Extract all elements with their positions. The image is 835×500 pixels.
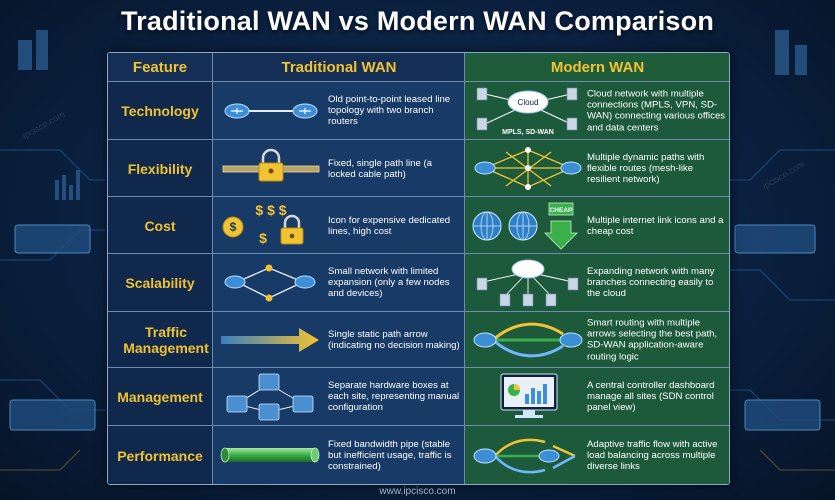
traditional-description: Separate hardware boxes at each site, re… (328, 380, 460, 414)
feature-label: Performance (108, 426, 212, 484)
traditional-cell: Single static path arrow (indicating no … (212, 312, 465, 368)
row-performance: Performance Fixed bandwidth pipe (stable… (108, 425, 729, 484)
header-modern: Modern WAN (464, 53, 729, 81)
links-label: MPLS, SD-WAN (502, 129, 554, 136)
row-technology: Technology Old point-to-point leased lin… (108, 81, 729, 140)
row-management: Management Separate hardware boxes (108, 367, 729, 426)
feature-label: Technology (108, 82, 212, 140)
feature-label: Management (108, 368, 212, 426)
row-scalability: Scalability Small network with limited e… (108, 253, 729, 312)
row-traffic-management: Traffic Management Single static path ar… (108, 311, 729, 368)
traditional-cell: Fixed, single path line (a locked cable … (212, 140, 465, 197)
traditional-description: Single static path arrow (indicating no … (328, 328, 460, 351)
small-network-icon (219, 256, 323, 310)
header-feature: Feature (108, 53, 212, 81)
traditional-cell: Fixed bandwidth pipe (stable but ineffic… (212, 426, 465, 484)
page-title: Traditional WAN vs Modern WAN Comparison (120, 6, 715, 36)
modern-description: Adaptive traffic flow with active load b… (587, 438, 718, 473)
svg-text:$: $ (230, 220, 237, 234)
header-traditional: Traditional WAN (212, 53, 465, 81)
feature-label: Flexibility (108, 140, 212, 197)
feature-label: Cost (108, 197, 212, 254)
feature-label: Traffic Management (108, 312, 224, 368)
watermark-right: ipcisco.com (760, 158, 807, 192)
traditional-cell: Small network with limited expansion (on… (212, 254, 465, 312)
locked-cable-icon (219, 142, 323, 195)
modern-description: A central controller dashboard manage al… (587, 380, 715, 414)
cloud-label: Cloud (518, 98, 539, 107)
traditional-description: Fixed, single path line (a locked cable … (328, 157, 432, 180)
footer-url: www.ipcisco.com (379, 486, 456, 497)
modern-cell: A central controller dashboard manage al… (464, 368, 729, 426)
traditional-description: Fixed bandwidth pipe (stable but ineffic… (328, 438, 452, 473)
hardware-boxes-icon (219, 370, 323, 424)
modern-description: Expanding network with many branches con… (587, 266, 715, 300)
traditional-description: Small network with limited expansion (on… (328, 266, 450, 300)
smart-routing-icon (471, 314, 585, 366)
dollar-lock-icon: $ $ $ $ $ (219, 199, 323, 252)
modern-description: Smart routing with multiple arrows selec… (587, 317, 718, 363)
cloud-branches-icon (471, 256, 585, 310)
watermark-left: ipcisco.com (20, 108, 67, 142)
modern-cell: CHEAP Multiple internet link icons and a… (464, 197, 729, 254)
modern-description: Multiple dynamic paths with flexible rou… (587, 151, 705, 186)
traditional-cell: Old point-to-point leased line topology … (212, 82, 465, 140)
leased-line-routers-icon (219, 84, 323, 138)
traditional-cell: $ $ $ $ $ Icon for expensive dedicated l… (212, 197, 465, 254)
modern-description: Cloud network with multiple connections … (587, 88, 726, 134)
traditional-cell: Separate hardware boxes at each site, re… (212, 368, 465, 426)
row-cost: Cost $ $ $ $ $ Icon for expensive dedica… (108, 196, 729, 254)
traditional-description: Icon for expensive dedicated lines, high… (328, 214, 451, 237)
controller-dashboard-icon (471, 370, 585, 424)
modern-cell: Expanding network with many branches con… (464, 254, 729, 312)
modern-description: Multiple internet link icons and a cheap… (587, 214, 724, 237)
cloud-network-icon: Cloud MPLS, SD-WAN (471, 84, 585, 138)
modern-cell: Cloud MPLS, SD-WAN Cloud network with mu… (464, 82, 729, 140)
modern-cell: Smart routing with multiple arrows selec… (464, 312, 729, 368)
bandwidth-pipe-icon (219, 428, 323, 483)
modern-cell: Multiple dynamic paths with flexible rou… (464, 140, 729, 197)
comparison-table: Feature Traditional WAN Modern WAN Techn… (107, 52, 730, 485)
globe-cheap-icon: CHEAP (471, 199, 585, 252)
dollars-label: $ $ $ (255, 202, 286, 218)
load-balancing-icon (471, 428, 585, 483)
mesh-network-icon (471, 142, 585, 195)
svg-text:$: $ (259, 230, 267, 246)
modern-cell: Adaptive traffic flow with active load b… (464, 426, 729, 484)
feature-label: Scalability (108, 254, 212, 312)
static-arrow-icon (219, 314, 323, 366)
row-flexibility: Flexibility Fixed, single path line (a l… (108, 139, 729, 197)
cheap-label: CHEAP (550, 207, 573, 214)
traditional-description: Old point-to-point leased line topology … (328, 94, 451, 128)
